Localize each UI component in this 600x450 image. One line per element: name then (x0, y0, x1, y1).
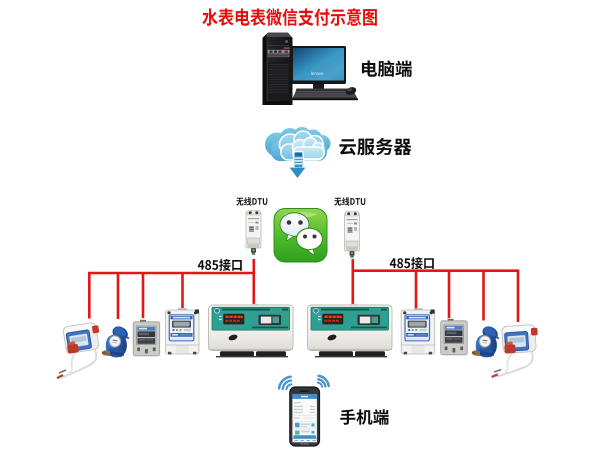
svg-text:lenovo: lenovo (311, 71, 324, 76)
